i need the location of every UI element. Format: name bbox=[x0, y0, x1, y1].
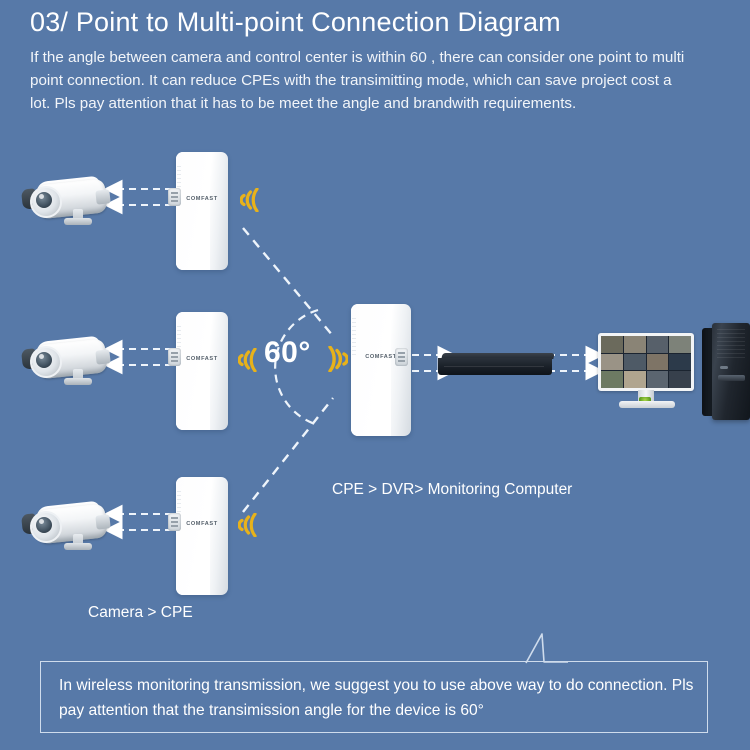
tower-power-button bbox=[720, 366, 728, 369]
tower-side-panel bbox=[702, 328, 714, 416]
camera-mount bbox=[73, 534, 83, 547]
camera-rear bbox=[95, 189, 111, 205]
camera-base bbox=[64, 218, 92, 225]
wifi-signal-icon-bottom bbox=[238, 513, 257, 537]
label-left-flow: Camera > CPE bbox=[88, 604, 193, 621]
diagram-canvas: COMFAST COMFAST bbox=[0, 140, 750, 640]
camera-middle bbox=[18, 332, 114, 388]
cpe-face bbox=[176, 312, 210, 430]
monitor-screen-cctv-grid bbox=[601, 336, 691, 388]
callout-pointer-icon bbox=[525, 633, 568, 664]
cpe-vent bbox=[177, 326, 181, 366]
tower-vent-grill bbox=[717, 329, 745, 359]
link-cpe-top-to-center bbox=[242, 227, 334, 337]
wifi-signal-icon-middle-left bbox=[238, 348, 257, 372]
camera-lens-glint bbox=[39, 354, 44, 359]
cpe-vent bbox=[352, 318, 356, 358]
wifi-signal-icon-center bbox=[328, 346, 348, 372]
cpe-middle: COMFAST bbox=[168, 312, 228, 430]
monitor-stand-base bbox=[619, 401, 675, 408]
pc-tower bbox=[702, 323, 750, 420]
camera-rear bbox=[95, 514, 111, 530]
cpe-center: COMFAST bbox=[343, 304, 413, 436]
callout-text: In wireless monitoring transmission, we … bbox=[59, 677, 694, 719]
cpe-brand-label: COMFAST bbox=[186, 356, 218, 362]
cpe-brand-label: COMFAST bbox=[365, 354, 397, 360]
dvr-seam bbox=[444, 366, 544, 367]
cpe-ethernet-port bbox=[168, 513, 181, 531]
monitoring-computer-monitor bbox=[598, 333, 698, 413]
cpe-ethernet-port bbox=[395, 348, 408, 366]
camera-top bbox=[18, 172, 114, 228]
camera-lens-glint bbox=[39, 519, 44, 524]
cpe-vent bbox=[177, 166, 181, 206]
camera-bottom bbox=[18, 497, 114, 553]
camera-rear bbox=[95, 349, 111, 365]
link-cpe-bottom-to-center bbox=[242, 397, 334, 513]
cpe-face bbox=[351, 304, 391, 436]
cpe-face bbox=[176, 152, 210, 270]
tower-front-panel bbox=[712, 323, 750, 420]
angle-label: 60° bbox=[264, 336, 311, 369]
cpe-brand-label: COMFAST bbox=[186, 521, 218, 527]
page-subtitle: If the angle between camera and control … bbox=[30, 49, 685, 112]
wifi-signal-icon-top bbox=[240, 188, 259, 212]
tower-drive-bay bbox=[718, 375, 745, 381]
monitor-power-led bbox=[639, 397, 651, 403]
cpe-face bbox=[176, 477, 210, 595]
cpe-brand-label: COMFAST bbox=[186, 196, 218, 202]
cpe-top: COMFAST bbox=[168, 152, 228, 270]
camera-base bbox=[64, 543, 92, 550]
cpe-vent bbox=[177, 491, 181, 531]
page-title: 03/ Point to Multi-point Connection Diag… bbox=[30, 7, 561, 37]
camera-lens-glint bbox=[39, 194, 44, 199]
label-right-flow: CPE > DVR> Monitoring Computer bbox=[332, 481, 573, 498]
header: 03/ Point to Multi-point Connection Diag… bbox=[30, 4, 720, 115]
camera-mount bbox=[73, 209, 83, 222]
dvr bbox=[438, 353, 556, 379]
cpe-ethernet-port bbox=[168, 188, 181, 206]
camera-mount bbox=[73, 369, 83, 382]
cpe-ethernet-port bbox=[168, 348, 181, 366]
camera-base bbox=[64, 378, 92, 385]
cpe-bottom: COMFAST bbox=[168, 477, 228, 595]
dvr-front-panel bbox=[438, 358, 552, 375]
callout-box: In wireless monitoring transmission, we … bbox=[40, 661, 708, 733]
